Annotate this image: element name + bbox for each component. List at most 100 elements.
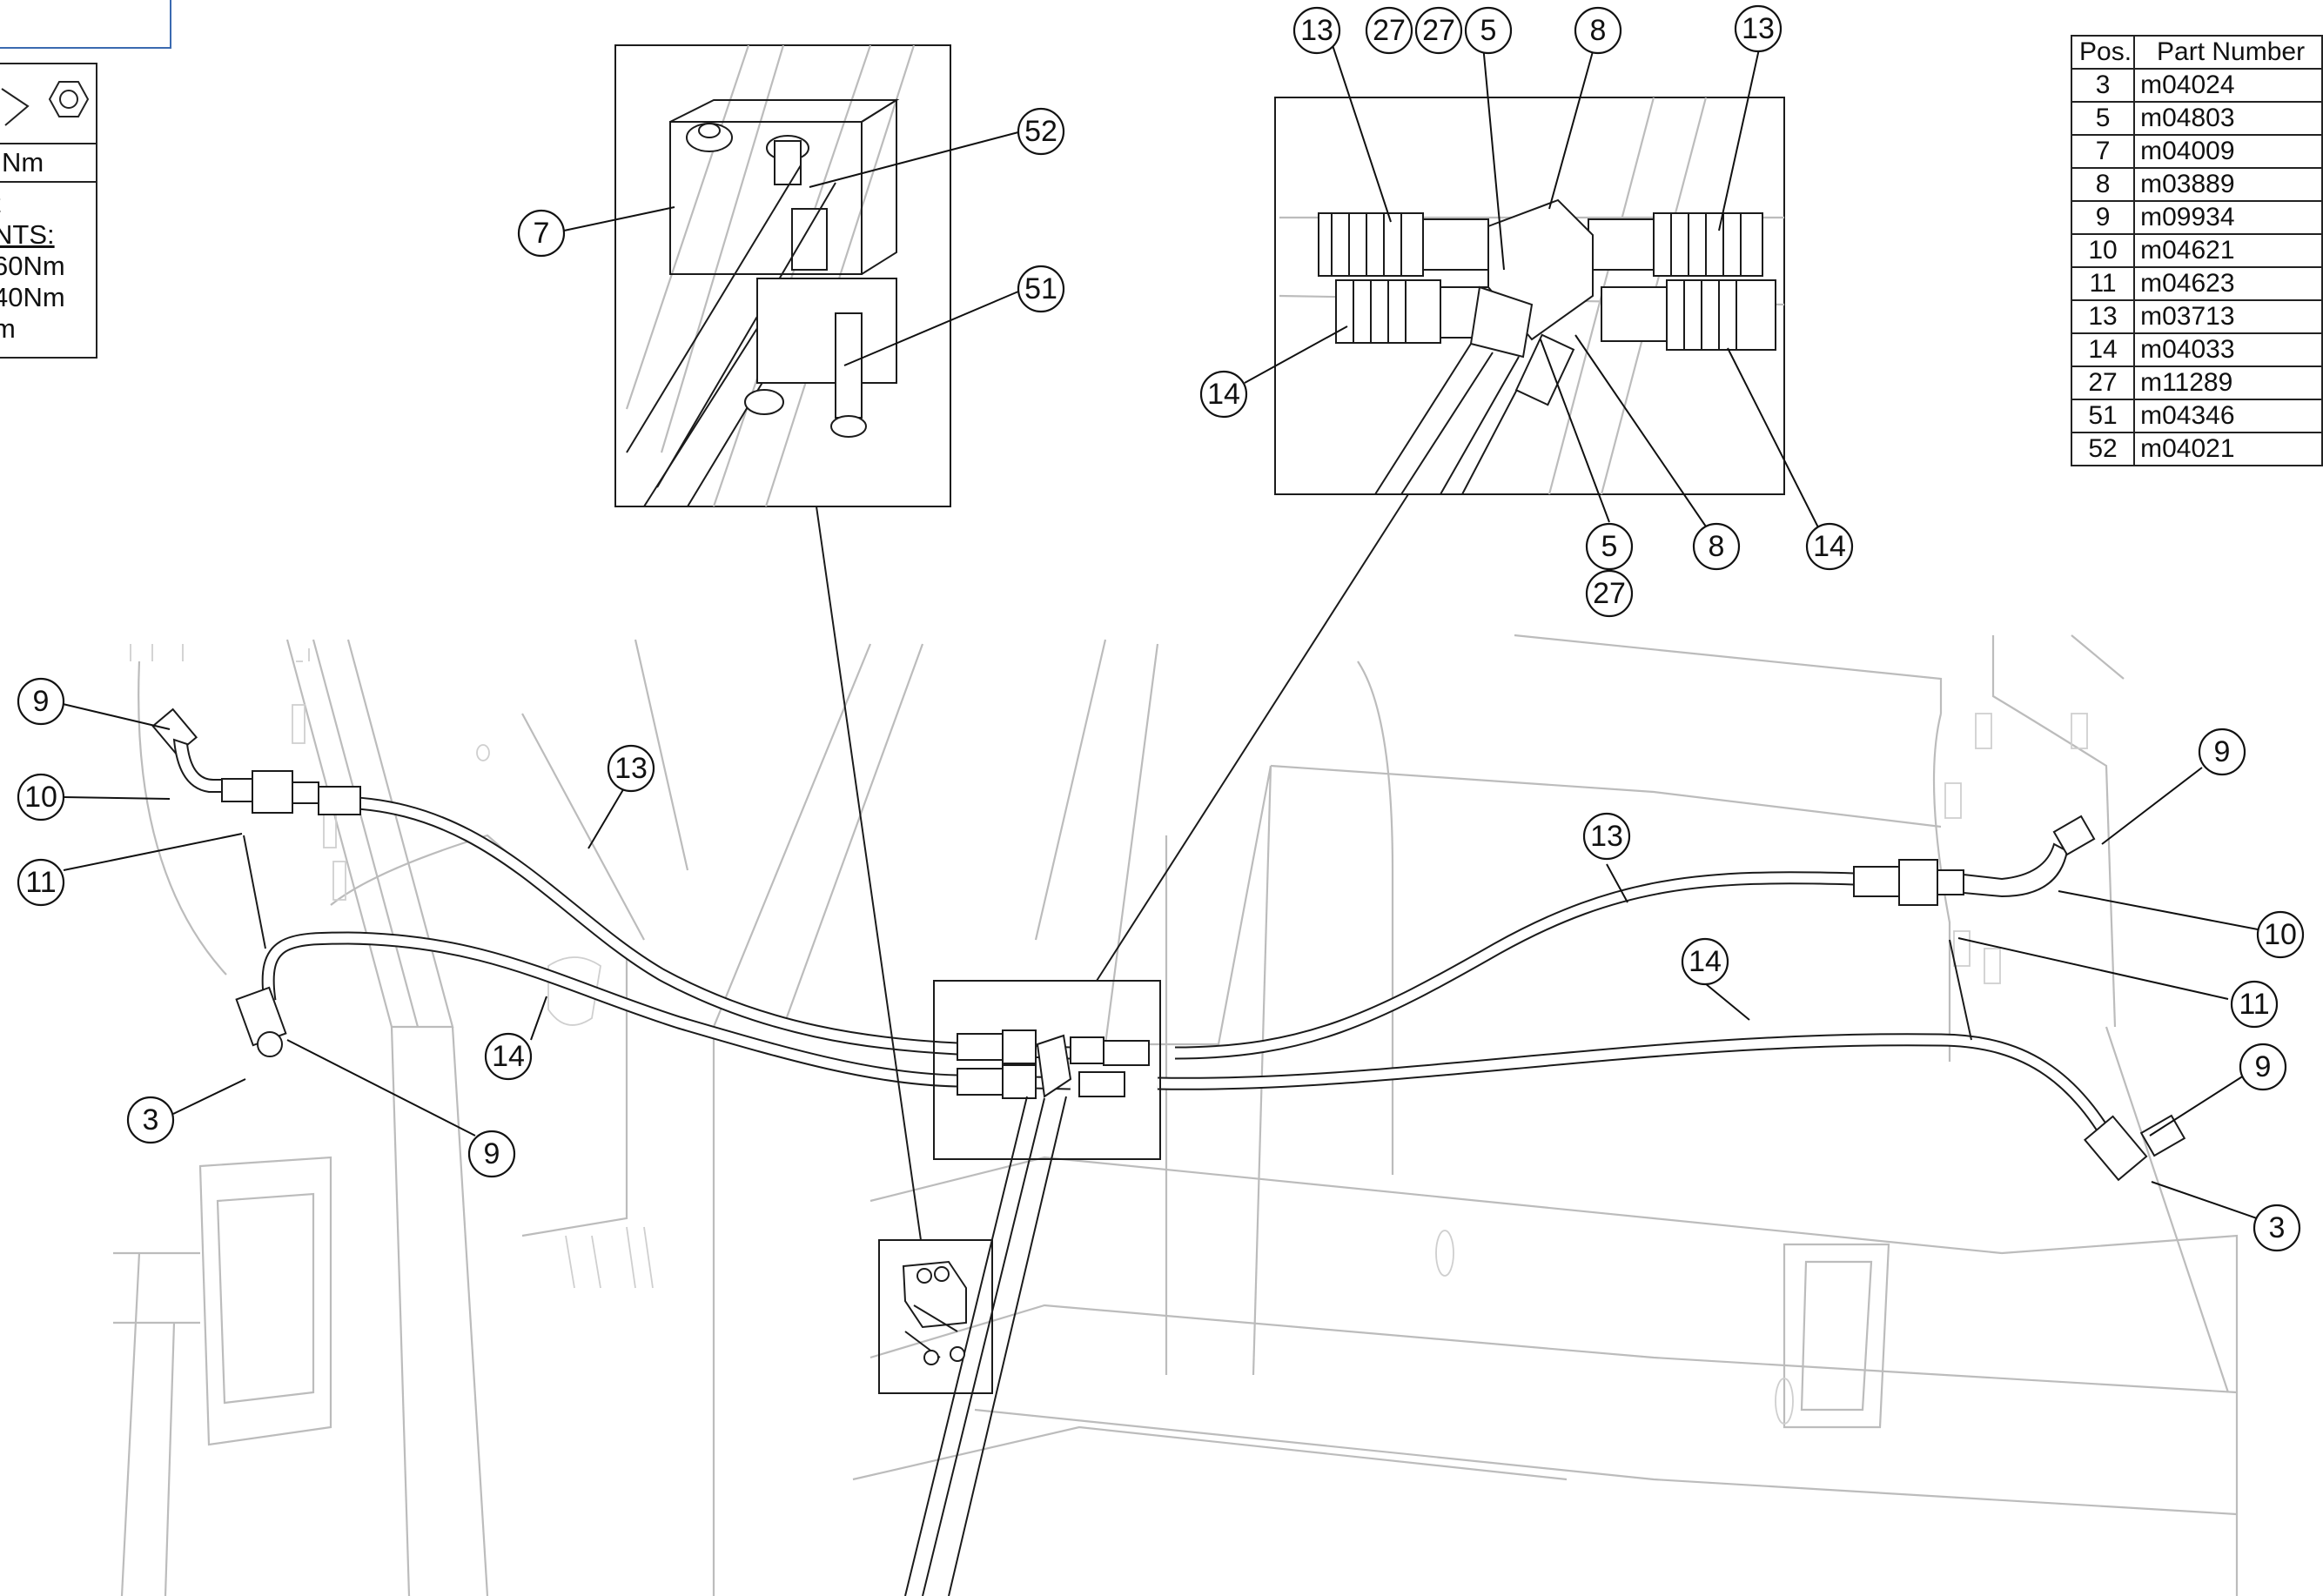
balloon-label: 27 [1422, 14, 1455, 47]
balloon-label: 13 [1742, 12, 1775, 45]
title-block-fragment [0, 0, 171, 49]
balloon-label: 13 [614, 752, 648, 785]
pos-cell: 27 [2070, 365, 2136, 400]
pos-cell: 9 [2070, 200, 2136, 235]
fitting-torque-value: Nm [0, 144, 96, 183]
balloon: 11 [2230, 980, 2279, 1029]
balloon-label: 13 [1300, 14, 1333, 47]
balloon-label: 8 [1590, 14, 1607, 47]
balloon: 27 [1414, 6, 1463, 55]
balloon-label: 14 [1207, 378, 1240, 411]
balloon: 9 [2239, 1043, 2287, 1091]
pos-cell: 51 [2070, 399, 2136, 433]
nut-icon [1, 81, 90, 126]
part-number-cell: m04346 [2133, 399, 2323, 433]
balloon-label: 7 [534, 217, 550, 250]
balloon: 14 [1805, 522, 1854, 571]
balloon: 27 [1365, 6, 1413, 55]
part-number-cell: m04621 [2133, 233, 2323, 268]
part-number-cell: m11289 [2133, 365, 2323, 400]
balloon: 51 [1017, 265, 1065, 313]
balloon-label: 9 [2255, 1050, 2272, 1083]
pos-cell: 5 [2070, 101, 2136, 136]
pos-cell: 7 [2070, 134, 2136, 169]
balloon: 27 [1585, 569, 1634, 618]
balloon: 13 [1734, 4, 1783, 53]
balloon: 3 [126, 1096, 175, 1144]
balloon: 52 [1017, 107, 1065, 156]
torque-note-line: 60Nm [0, 251, 65, 281]
balloon: 7 [517, 209, 566, 258]
hose-13-line [330, 795, 1855, 1060]
hose-14-line [261, 931, 2130, 1170]
balloon-label: 27 [1373, 14, 1406, 47]
pos-cell: 10 [2070, 233, 2136, 268]
torque-note-line: t [0, 188, 96, 219]
pos-cell: 11 [2070, 266, 2136, 301]
right-tee-assembly [1853, 815, 2186, 1182]
left-tee-assembly [151, 707, 361, 1057]
balloon: 10 [2256, 910, 2305, 959]
clamp-detail-view [614, 44, 951, 507]
balloon: 13 [607, 744, 655, 793]
balloon-label: 10 [2264, 918, 2297, 951]
balloon: 11 [17, 858, 65, 907]
table-header-row: Pos. Part Number [2070, 35, 2323, 70]
balloon-label: 9 [484, 1137, 500, 1170]
balloon: 5 [1464, 6, 1513, 55]
leader-lines [58, 44, 2259, 1219]
balloon-label: 9 [33, 685, 50, 718]
balloon-label: 14 [1689, 945, 1722, 978]
pos-cell: 52 [2070, 432, 2136, 466]
balloon: 13 [1292, 6, 1341, 55]
center-tee-assembly [904, 1029, 1150, 1596]
machine-frame [113, 634, 2239, 1596]
torque-icon-cell [0, 64, 96, 144]
part-number-cell: m04021 [2133, 432, 2323, 466]
torque-spec-panel: Nm t NTS: 60Nm 40Nm m [0, 63, 97, 359]
balloon-label: 5 [1601, 530, 1618, 563]
balloon: 10 [17, 773, 65, 821]
bottom-clamp-assembly [902, 1260, 967, 1365]
balloon-label: 3 [2269, 1211, 2286, 1244]
balloon: 5 [1585, 522, 1634, 571]
balloon: 14 [1199, 370, 1248, 419]
balloon-label: 52 [1024, 115, 1057, 148]
balloon-label: 8 [1709, 530, 1725, 563]
part-number-cell: m04623 [2133, 266, 2323, 301]
pos-cell: 3 [2070, 68, 2136, 103]
part-number-cell: m04033 [2133, 332, 2323, 367]
torque-note-heading: NTS: [0, 219, 55, 250]
balloon: 3 [2253, 1204, 2301, 1252]
balloon: 14 [1681, 937, 1729, 986]
balloon: 8 [1574, 6, 1622, 55]
balloon: 13 [1582, 812, 1631, 861]
balloon-label: 51 [1024, 272, 1057, 305]
torque-note-line: 40Nm [0, 282, 65, 312]
balloon-label: 5 [1480, 14, 1497, 47]
pos-column-header: Pos. [2070, 35, 2136, 70]
balloon-label: 10 [24, 781, 57, 814]
balloon-label: 14 [1813, 530, 1846, 563]
balloon: 9 [17, 677, 65, 726]
torque-notes: t NTS: 60Nm 40Nm m [0, 183, 96, 345]
balloon: 9 [467, 1130, 516, 1178]
pos-cell: 8 [2070, 167, 2136, 202]
balloon: 14 [484, 1032, 533, 1081]
balloon-label: 11 [25, 866, 56, 899]
balloon-label: 11 [2239, 988, 2269, 1021]
balloon-label: 27 [1593, 577, 1626, 610]
